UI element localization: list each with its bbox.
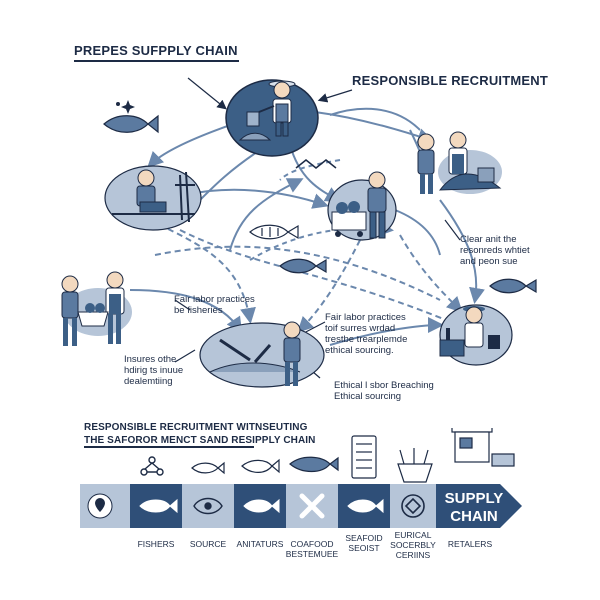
catch-node — [199, 321, 325, 388]
fish-icon — [489, 278, 537, 294]
subtitle-right: RESPONSIBLE RECRUITMENT — [352, 73, 549, 88]
recruiter-node — [225, 79, 319, 157]
fish-icon — [191, 461, 225, 475]
fish-icon — [279, 258, 327, 274]
note-fair-right: Fair labor practices toif surres wrdad t… — [325, 312, 408, 356]
strip-segments — [80, 484, 522, 528]
fish-icon — [347, 498, 384, 514]
note-clear: Clear anit the resonreds whtiet and peon… — [460, 234, 530, 267]
title-underline — [74, 60, 239, 62]
fish-icon — [249, 224, 299, 240]
diagram-title: PREPES SUFPPLY CHAIN — [74, 43, 238, 58]
stage-icons-row — [140, 428, 515, 483]
stage-label-coafood: COAFOOD BESTEMUEE — [285, 539, 339, 559]
stage-label-seafoid: SEAFOID SEOIST — [345, 533, 383, 553]
market-workers-node — [417, 131, 502, 194]
sparkle-icon — [116, 100, 135, 114]
worker-cart-node — [327, 171, 397, 241]
stage-label-retalers: RETALERS — [447, 539, 493, 549]
cycle-icon — [401, 494, 425, 518]
fish-icon — [241, 458, 280, 474]
worker-pair-node — [61, 271, 132, 346]
shop-icon — [451, 428, 515, 467]
fish-icon — [139, 498, 178, 514]
server-icon — [351, 435, 377, 479]
note-fair-left: Fair labor practices be fisheries — [174, 294, 255, 316]
arrow-text-line2: CHAIN — [450, 508, 498, 525]
basket-icon — [397, 448, 433, 483]
network-icon — [140, 456, 164, 476]
cross-icon — [299, 493, 325, 519]
fish-icon — [103, 114, 159, 134]
location-pin-icon — [87, 493, 113, 519]
stage-label-fishers: FISHERS — [137, 539, 175, 549]
recruiter-person-icon — [246, 80, 296, 137]
fisher-node — [104, 165, 202, 231]
heading-underline — [84, 446, 254, 448]
note-insures: Insures othe hdirig ts inuue dealemtiing — [124, 354, 184, 387]
fish-icon — [243, 498, 280, 514]
stage-label-eurical: EURICAL SOCERBLY CERIINS — [390, 530, 436, 560]
vendor-node — [439, 304, 513, 366]
wave-icon — [295, 159, 337, 169]
stage-label-source: SOURCE — [189, 539, 227, 549]
supply-chain-diagram — [61, 77, 537, 388]
eye-fish-icon — [193, 497, 223, 515]
flow-arrows — [129, 107, 485, 346]
bottom-heading: RESPONSIBLE RECRUITMENT WITNSEUTING THE … — [84, 422, 316, 446]
arrow-text-line1: SUPPLY — [445, 490, 504, 507]
supply-chain-strip: SUPPLY CHAIN — [80, 484, 522, 528]
stage-label-anitaturs: ANITATURS — [236, 539, 284, 549]
fish-icon — [289, 456, 339, 473]
note-ethical: Ethical l sbor Breaching Ethical sourcin… — [334, 380, 434, 402]
